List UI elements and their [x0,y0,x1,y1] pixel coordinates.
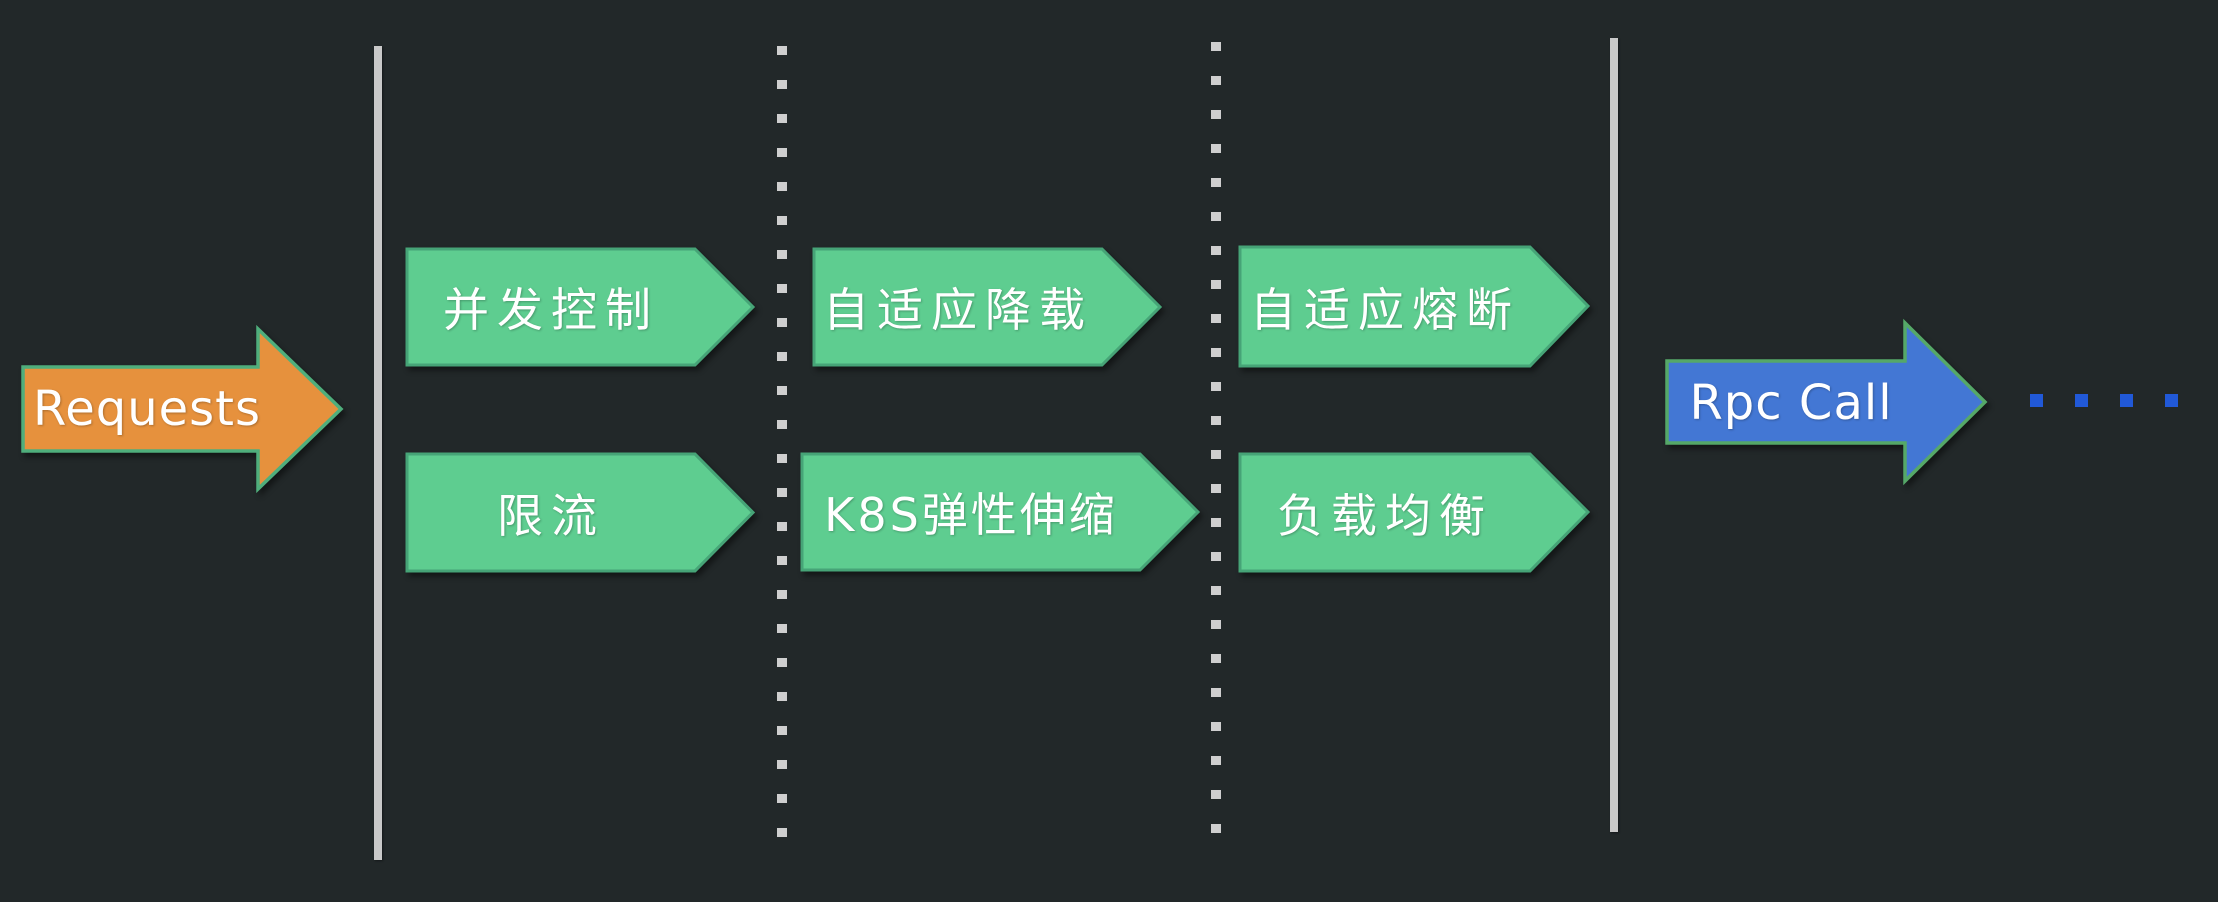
stage-label: 并发控制 [443,283,659,337]
pentagon-arrow-icon [1238,245,1591,368]
pentagon-arrow-icon [405,452,756,573]
stage-arrow-adaptive-circuit-breaker: 自适应熔断 [1238,245,1591,368]
stage-label: 负载均衡 [1277,488,1493,543]
requests-arrow: Requests [21,324,344,494]
pentagon-arrow-icon [405,247,756,367]
separator-line-dotted-2 [1211,42,1221,842]
rpc-call-label: Rpc Call [1689,375,1893,431]
stage-arrow-load-balancing: 负载均衡 [1238,452,1591,573]
continuation-dots [2030,394,2178,407]
right-arrow-icon [1665,318,1988,486]
stage-arrow-concurrency-control: 并发控制 [405,247,756,367]
rpc-call-arrow: Rpc Call [1665,318,1988,486]
stage-arrow-adaptive-load-shedding: 自适应降载 [812,247,1163,367]
stage-arrow-k8s-autoscaling: K8S弹性伸缩 [800,452,1201,572]
separator-line-dotted-1 [777,46,787,848]
dot-icon [2165,394,2178,407]
pentagon-arrow-icon [1238,452,1591,573]
separator-line-right [1610,38,1618,832]
stage-arrow-rate-limit: 限流 [405,452,756,573]
separator-line-left [374,46,382,860]
stage-label: 限流 [497,488,605,543]
stage-label: K8S弹性伸缩 [824,488,1118,542]
dot-icon [2030,394,2043,407]
stage-label: 自适应降载 [823,283,1093,337]
dot-icon [2075,394,2088,407]
requests-label: Requests [33,381,261,437]
pentagon-arrow-icon [800,452,1201,572]
right-arrow-icon [21,324,344,494]
stage-label: 自适应熔断 [1250,282,1520,337]
pentagon-arrow-icon [812,247,1163,367]
dot-icon [2120,394,2133,407]
